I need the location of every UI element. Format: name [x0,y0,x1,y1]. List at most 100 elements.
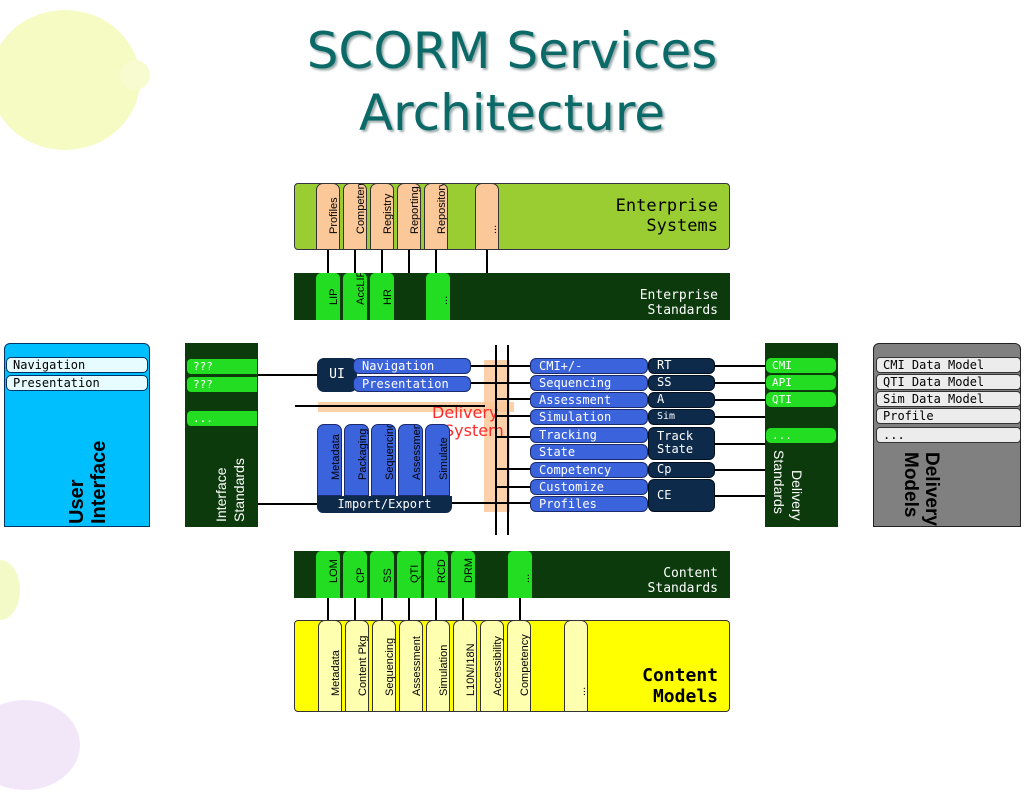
connector [470,365,530,367]
delivery-content-item: Simulate [425,424,450,496]
content-models-item: Sequencing [372,620,396,712]
delivery-ui-item: Presentation [353,376,471,392]
enterprise-systems-item: Competency [343,183,367,250]
delivery-service-item: Competency [530,462,648,478]
enterprise-standards-item: HR [370,273,394,320]
delivery-code-item: Sim [648,409,715,425]
connector [470,382,530,384]
connector [495,345,497,535]
enterprise-standards-item: AccLIP [343,273,367,320]
interface-standards-item: ??? [187,359,257,374]
content-standards-item: CP [343,551,367,598]
delivery-standards-label: Delivery Standards [771,450,805,521]
connector [295,405,485,407]
enterprise-standards-item: LIP [316,273,340,320]
content-standards-label: Content Standards [647,566,718,596]
decorative-bubble-small [120,60,150,90]
user-interface-item: Presentation [6,375,148,391]
decorative-bubble-bottom [0,700,80,790]
connector [408,250,410,273]
connector [462,598,464,620]
content-models-item: Simulation [426,620,450,712]
delivery-code-item: CE [648,479,715,512]
user-interface-label: User Interface [66,440,110,524]
connector [258,374,318,376]
delivery-system-watermark: Delivery System [432,403,504,440]
connector [258,503,318,505]
delivery-standards-item: QTI [766,392,836,407]
decorative-bubble-left [0,560,20,620]
connector [715,382,765,384]
content-standards-item: ... [508,551,532,598]
enterprise-systems-item: Registry [370,183,394,250]
content-models-label: Content Models [642,665,718,707]
content-models-item: Competency [507,620,531,712]
delivery-service-item: Assessment [530,392,648,408]
content-models-item: Metadata [318,620,342,712]
content-standards-item: QTI [397,551,421,598]
connector [408,598,410,620]
content-standards-item: LOM [316,551,340,598]
enterprise-systems-label: Enterprise Systems [615,196,718,236]
delivery-models-item: Profile [876,408,1021,424]
page-title-line2: Architecture [358,84,666,142]
delivery-content-item: Packaging [344,424,369,496]
ui-block: UI [317,358,357,392]
delivery-standards-item: ... [766,428,836,443]
enterprise-systems-item: Reporting [397,183,421,250]
connector [519,598,521,620]
connector [381,598,383,620]
delivery-code-item: SS [648,375,715,391]
connector [327,598,329,620]
user-interface-box [4,343,150,527]
delivery-models-item: QTI Data Model [876,374,1021,390]
content-models-item: Accessibility [480,620,504,712]
delivery-service-item: Customize [530,479,648,495]
connector [327,250,329,273]
connector [507,345,509,535]
connector [715,399,765,401]
delivery-service-item: State [530,444,648,460]
delivery-code-item: A [648,392,715,408]
delivery-models-item: Sim Data Model [876,391,1021,407]
connector [497,468,530,470]
delivery-models-item: CMI Data Model [876,357,1021,373]
enterprise-systems-item: Repository [424,183,448,250]
connector [497,415,530,417]
connector [435,598,437,620]
connector [715,495,765,497]
content-models-item: Assessment [399,620,423,712]
connector [452,502,530,504]
connector [715,469,765,471]
interface-standards-item: ... [187,411,257,426]
connector [354,598,356,620]
delivery-standards-item: CMI [766,358,836,373]
delivery-service-item: Simulation [530,409,648,425]
decorative-bubble [0,10,140,150]
delivery-code-item: Cp [648,462,715,478]
user-interface-item: Navigation [6,357,148,373]
delivery-system-watermark-bar [318,402,514,412]
content-standards-item: RCD [424,551,448,598]
content-models-item: L10N/I18N [453,620,477,712]
connector [497,398,530,400]
enterprise-systems-item: ... [475,183,499,250]
connector [715,416,765,418]
connector [715,365,765,367]
connector [497,436,530,438]
interface-standards-label: Interface Standards [213,458,247,522]
delivery-content-item: Metadata [317,424,342,496]
import-export-bar: Import/Export [317,496,452,513]
content-standards-item: SS [370,551,394,598]
delivery-service-item: Profiles [530,496,648,512]
connector [381,250,383,273]
enterprise-standards-item: ... [426,273,450,320]
connector [715,443,765,445]
page-title-line1: SCORM Services [306,22,718,80]
connector [354,250,356,273]
connector [497,486,530,488]
interface-standards-item: ??? [187,377,257,392]
content-models-item: Content Pkg [345,620,369,712]
connector [435,250,437,273]
delivery-code-item: Track State [648,427,715,460]
